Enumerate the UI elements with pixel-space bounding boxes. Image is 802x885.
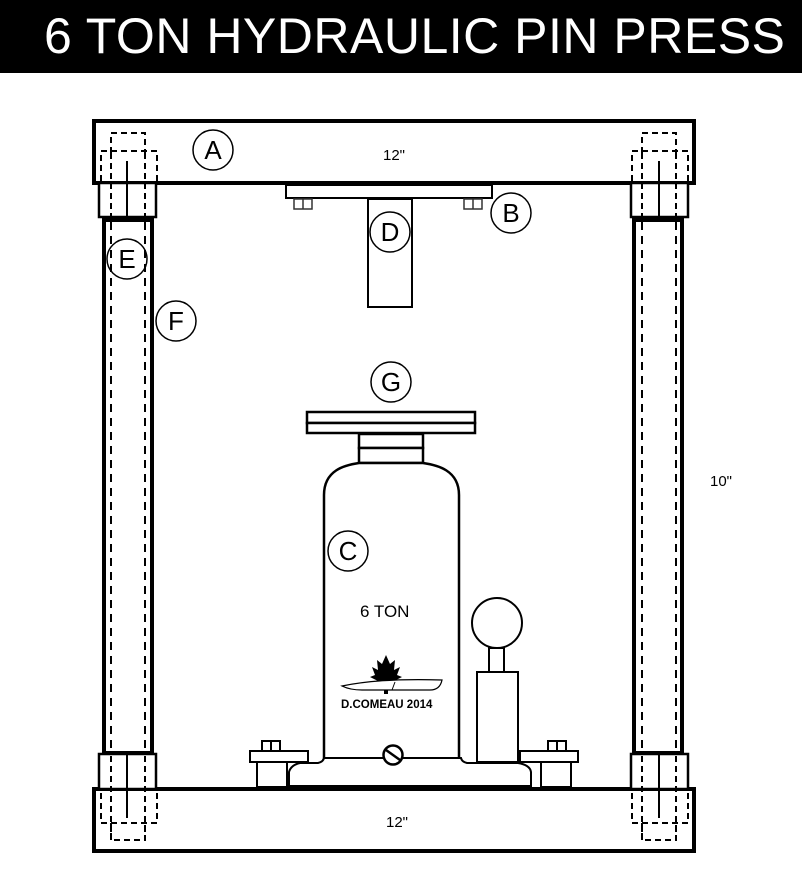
svg-text:D: D [381, 217, 400, 247]
jack-capacity-label: 6 TON [360, 602, 409, 621]
maker-mark: D.COMEAU 2014 [341, 699, 433, 711]
callout-b: B [490, 192, 532, 234]
left-post [97, 132, 158, 841]
callout-g: G [370, 361, 412, 403]
bottom-width-label: 12" [386, 814, 408, 831]
bottom-beam [92, 787, 696, 853]
jack-saddle-platen [305, 410, 477, 465]
bottle-jack: 6 TON D.COMEAU 2014 [288, 461, 532, 787]
callout-d: D [369, 211, 411, 253]
svg-text:G: G [381, 367, 401, 397]
knife-icon [340, 679, 443, 691]
svg-text:F: F [168, 306, 184, 336]
left-clamp [249, 740, 309, 788]
right-post [629, 132, 690, 841]
svg-text:A: A [204, 135, 222, 165]
height-label: 10" [710, 473, 732, 490]
callout-a: A [192, 129, 234, 171]
top-width-label: 12" [383, 147, 405, 164]
callout-e: E [106, 238, 148, 280]
svg-text:C: C [339, 536, 358, 566]
callout-f: F [155, 300, 197, 342]
callout-c: C [327, 530, 369, 572]
right-clamp [519, 740, 579, 788]
svg-text:E: E [118, 244, 135, 274]
diagram-title: 6 TON HYDRAULIC PIN PRESS [44, 8, 786, 64]
title-bar: 6 TON HYDRAULIC PIN PRESS [0, 0, 802, 73]
svg-text:B: B [502, 198, 519, 228]
